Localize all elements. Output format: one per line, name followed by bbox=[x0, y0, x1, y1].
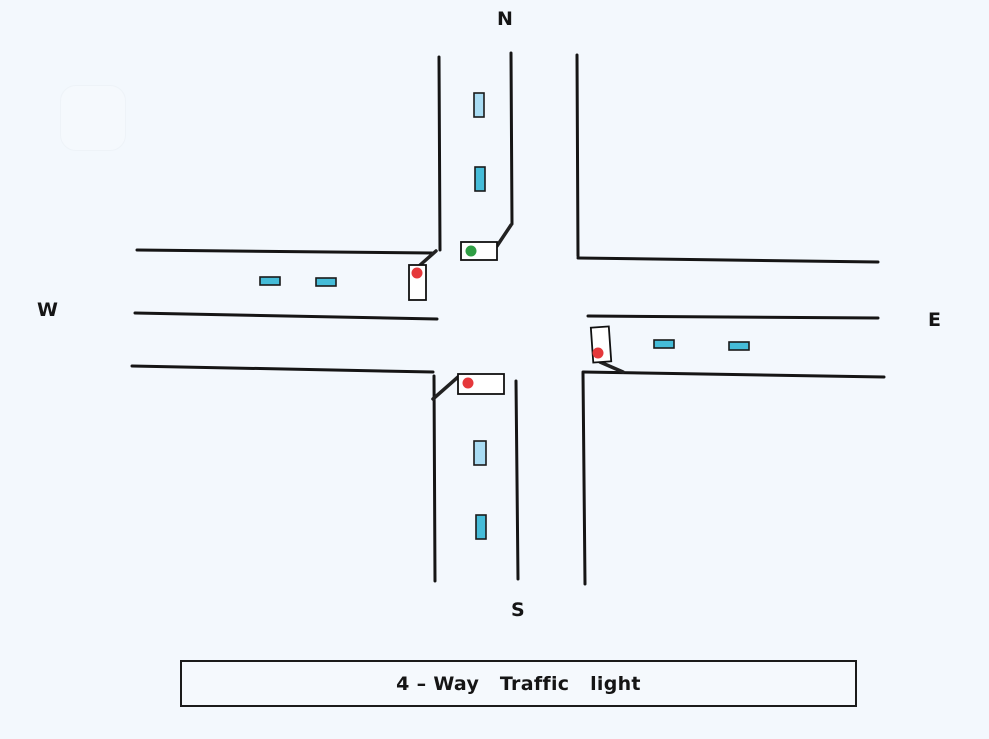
east-road-top-edge bbox=[576, 256, 880, 264]
faint-placeholder-box bbox=[60, 85, 126, 151]
north-road-right-edge bbox=[575, 53, 580, 258]
west-road-center-line bbox=[133, 311, 439, 321]
south-road-right-edge bbox=[581, 371, 587, 586]
east-traffic-light bbox=[589, 325, 613, 364]
south-light-signal bbox=[462, 377, 474, 389]
north-light-pole bbox=[495, 223, 513, 248]
east-light-pole bbox=[598, 360, 625, 374]
diagram-title-box: 4 – Way Traffic light bbox=[180, 660, 857, 707]
west-car-2 bbox=[315, 277, 337, 287]
direction-label-west: W bbox=[37, 299, 58, 321]
north-road-center-line bbox=[509, 51, 514, 226]
north-traffic-light bbox=[460, 241, 498, 261]
south-light-pole bbox=[431, 375, 460, 401]
west-road-top-edge bbox=[135, 248, 434, 255]
south-road-left-edge bbox=[432, 374, 437, 583]
north-light-signal bbox=[465, 245, 477, 257]
north-car-2 bbox=[474, 166, 486, 192]
east-road-center-line bbox=[586, 314, 880, 320]
north-road-left-edge bbox=[437, 55, 442, 252]
north-car-1 bbox=[473, 92, 485, 118]
traffic-light-poles bbox=[417, 223, 625, 401]
direction-label-east: E bbox=[928, 309, 941, 331]
west-light-signal bbox=[411, 267, 423, 279]
east-car-1 bbox=[653, 339, 675, 349]
east-car-2 bbox=[728, 341, 750, 351]
direction-label-south: S bbox=[511, 599, 525, 621]
west-road-bottom-edge bbox=[130, 364, 435, 374]
diagram-title: 4 – Way Traffic light bbox=[396, 672, 641, 695]
road-edges bbox=[130, 51, 886, 586]
east-road-bottom-edge bbox=[581, 370, 886, 379]
south-traffic-light bbox=[457, 373, 505, 395]
east-light-signal bbox=[592, 347, 604, 359]
west-car-1 bbox=[259, 276, 281, 286]
south-car-2 bbox=[475, 514, 487, 540]
west-light-pole bbox=[417, 249, 438, 268]
direction-label-north: N bbox=[497, 8, 513, 30]
south-road-center-line bbox=[514, 379, 520, 581]
cars bbox=[259, 92, 750, 540]
west-traffic-light bbox=[408, 264, 427, 301]
south-car-1 bbox=[473, 440, 487, 466]
